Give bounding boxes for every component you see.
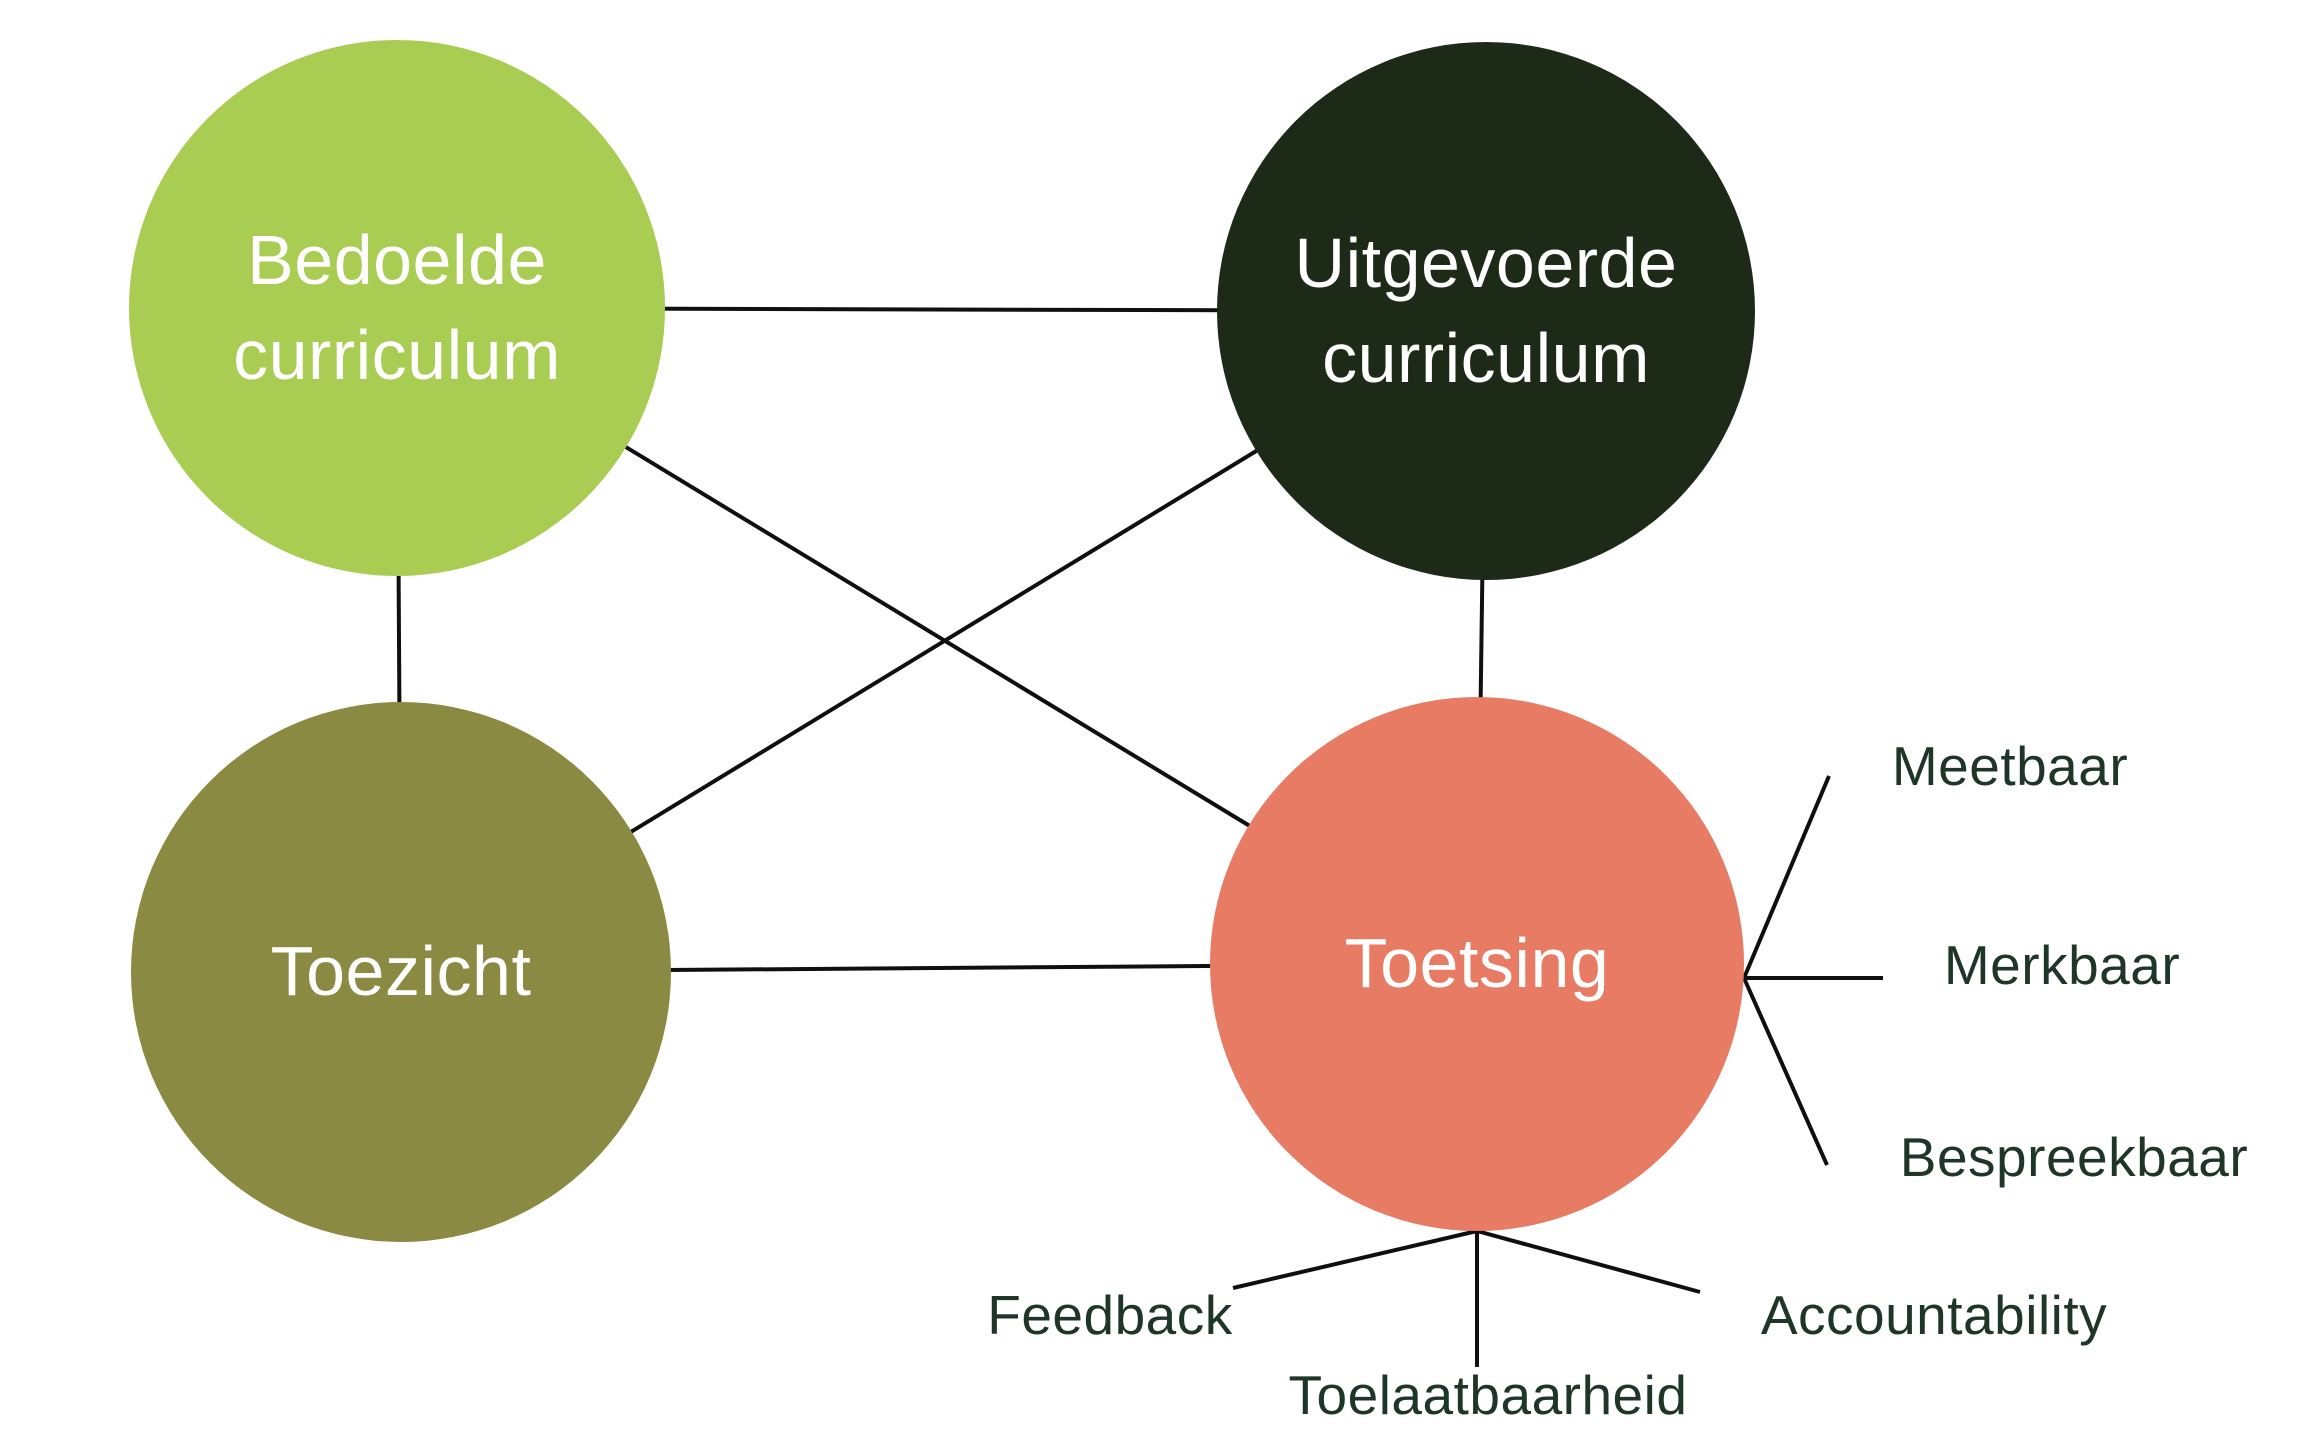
satellite-label-merkbaar: Merkbaar: [1943, 934, 2181, 996]
spoke-feedback-line: [1232, 1229, 1478, 1290]
node-toezicht: Toezicht: [131, 702, 671, 1242]
spoke-accountability-line: [1476, 1229, 1701, 1294]
satellite-label-toelaatbaarheid: Toelaatbaarheid: [1288, 1364, 1688, 1426]
spoke-meetbaar-line: [1742, 775, 1831, 979]
node-bedoelde-curriculum-label: Bedoelde curriculum: [233, 220, 561, 394]
node-toezicht-label: Toezicht: [270, 932, 532, 1011]
satellite-label-accountability: Accountability: [1760, 1284, 2108, 1346]
satellite-label-bespreekbaar: Bespreekbaar: [1899, 1126, 2249, 1188]
spoke-bespreekbaar-line: [1742, 977, 1829, 1166]
satellite-label-meetbaar: Meetbaar: [1891, 735, 2129, 797]
node-uitgevoerde-curriculum: Uitgevoerde curriculum: [1217, 42, 1755, 580]
satellite-label-feedback: Feedback: [987, 1284, 1233, 1346]
node-bedoelde-curriculum: Bedoelde curriculum: [129, 40, 665, 576]
node-toetsing-label: Toetsing: [1344, 924, 1610, 1003]
node-toetsing: Toetsing: [1210, 697, 1744, 1231]
node-uitgevoerde-curriculum-label: Uitgevoerde curriculum: [1294, 223, 1678, 397]
